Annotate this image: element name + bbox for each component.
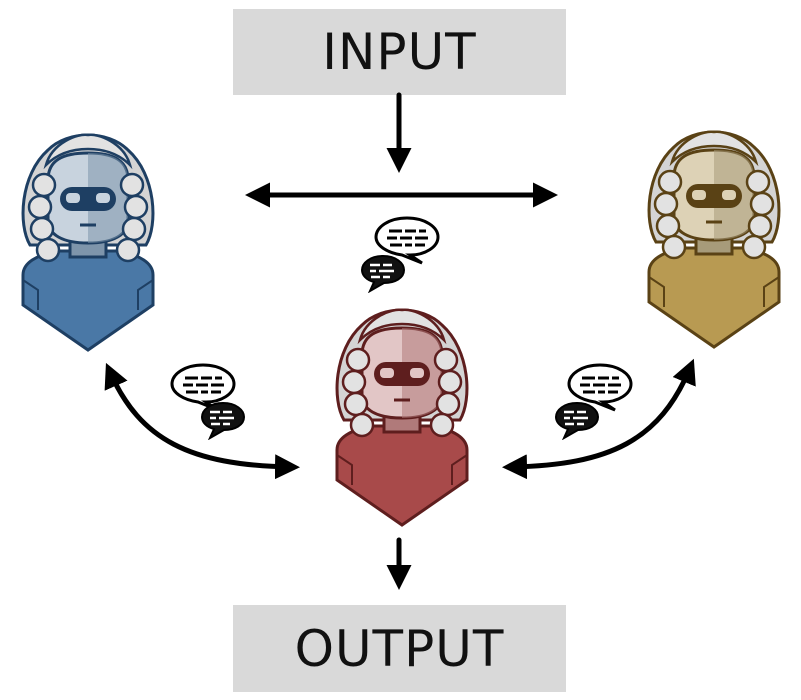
right-exchange-arrow bbox=[502, 358, 696, 480]
blue-judge-robot bbox=[23, 134, 153, 350]
gold-judge-robot bbox=[649, 131, 779, 347]
red-judge-robot bbox=[337, 309, 467, 525]
speech-bubble-icon bbox=[554, 401, 600, 440]
left-exchange-arrow bbox=[104, 362, 300, 480]
speech-bubble-icon bbox=[360, 254, 406, 293]
speech-bubble-icon bbox=[200, 401, 246, 440]
output-label-box: OUTPUT bbox=[233, 605, 566, 692]
robot-judge-icon bbox=[23, 134, 153, 350]
input-label: INPUT bbox=[322, 23, 477, 81]
robot-judge-icon bbox=[337, 309, 467, 525]
input-label-box: INPUT bbox=[233, 9, 566, 95]
arrows bbox=[104, 92, 696, 590]
output-label: OUTPUT bbox=[294, 619, 505, 678]
robot-judge-icon bbox=[649, 131, 779, 347]
